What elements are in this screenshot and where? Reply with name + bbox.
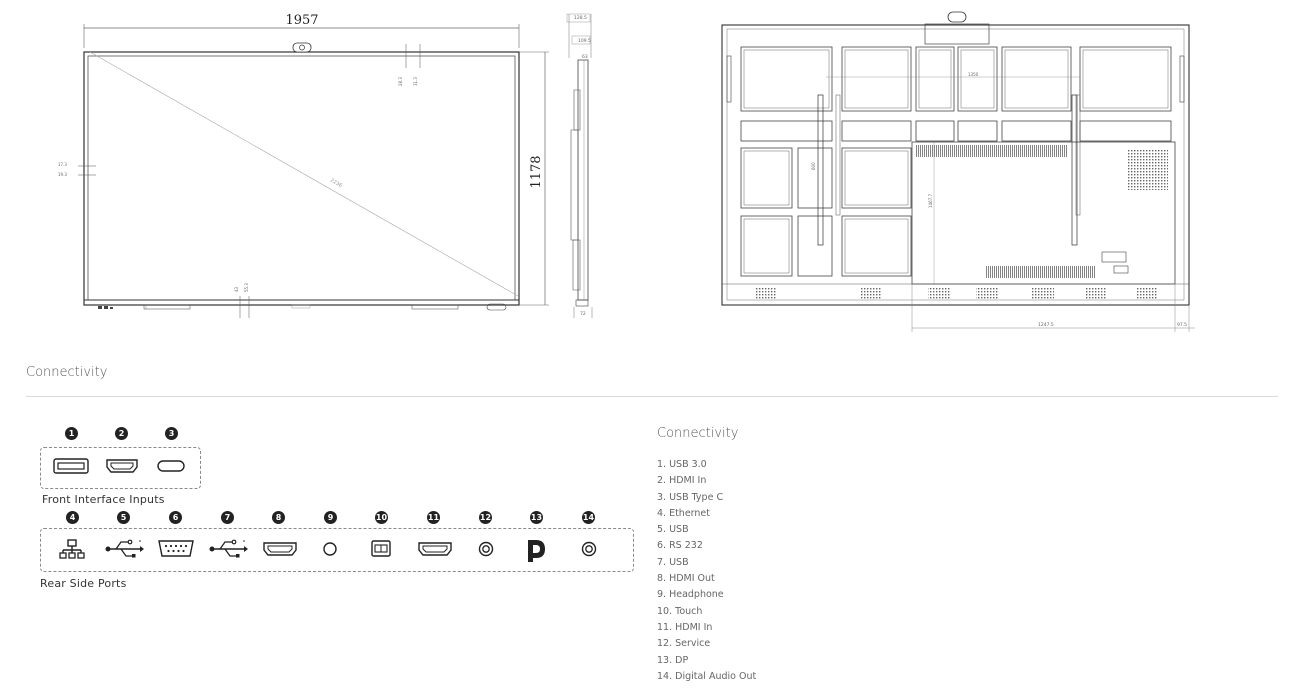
- front-caption: Front Interface Inputs: [42, 493, 165, 506]
- port-badge: 7: [221, 511, 234, 524]
- port-badge: 1: [65, 427, 78, 440]
- list-item: 6. RS 232: [657, 540, 703, 552]
- list-item: 8. HDMI Out: [657, 573, 715, 585]
- rear-ports-box: [40, 528, 634, 572]
- list-item: 2. HDMI In: [657, 475, 707, 487]
- section-divider: [26, 396, 1278, 397]
- front-width-label: 1957: [285, 13, 318, 28]
- port-badge: 12: [479, 511, 492, 524]
- port-badge: 5: [117, 511, 130, 524]
- port-badge: 10: [375, 511, 388, 524]
- port-badge: 3: [165, 427, 178, 440]
- usb-a-port-icon: [53, 458, 89, 474]
- port-badge: 13: [530, 511, 543, 524]
- svg-text:28.3: 28.3: [398, 77, 403, 86]
- port-badge: 9: [324, 511, 337, 524]
- displayport-icon: [528, 540, 545, 562]
- side-view-drawing: 128.5 109.5 63 72: [566, 13, 593, 318]
- port-badge: 6: [169, 511, 182, 524]
- svg-text:19.3: 19.3: [58, 172, 67, 177]
- front-height-label: 1178: [529, 155, 544, 188]
- hdmi-port-icon: [418, 542, 452, 556]
- connectivity-list: 1. USB 3.0 2. HDMI In 3. USB Type C 4. E…: [657, 457, 756, 685]
- port-badge: 4: [66, 511, 79, 524]
- list-item: 4. Ethernet: [657, 507, 711, 519]
- usb-b-port-icon: [371, 540, 391, 557]
- port-badge: 14: [582, 511, 595, 524]
- rs232-port-icon: [158, 540, 194, 557]
- rear-top-label: 1350: [968, 72, 979, 77]
- list-item: 10. Touch: [657, 605, 703, 617]
- rear-view-drawing: 1350 600 1467.7 1247.5 97.5: [721, 11, 1195, 332]
- ethernet-icon: [59, 539, 85, 559]
- svg-text:17.3: 17.3: [58, 162, 67, 167]
- list-item: 11. HDMI In: [657, 621, 713, 633]
- list-item: 13. DP: [657, 654, 689, 666]
- service-port-icon: [478, 541, 494, 557]
- rear-bottom-label-2: 97.5: [1177, 322, 1187, 328]
- list-item: 3. USB Type C: [657, 491, 724, 503]
- rear-left-label: 1467.7: [928, 194, 933, 208]
- side-depth-label-3: 63: [582, 54, 588, 60]
- rear-mid-label: 600: [811, 162, 816, 170]
- list-item: 7. USB: [657, 556, 689, 568]
- svg-text:43: 43: [234, 286, 239, 292]
- front-view-drawing: 1957 2236 28.3 31.3 17.3 19.3 43 55.3 11…: [58, 13, 549, 318]
- svg-text:31.3: 31.3: [413, 77, 418, 86]
- list-item: 12. Service: [657, 638, 711, 650]
- svg-text:2236: 2236: [329, 178, 343, 190]
- hdmi-port-icon: [106, 459, 138, 473]
- section-title: Connectivity: [26, 365, 108, 380]
- list-item: 1. USB 3.0: [657, 459, 707, 470]
- svg-text:55.3: 55.3: [244, 283, 249, 292]
- list-item: 5. USB: [657, 524, 689, 536]
- side-depth-label-2: 109.5: [578, 38, 591, 44]
- connectivity-heading: Connectivity: [657, 426, 739, 441]
- list-item: 14. Digital Audio Out: [657, 670, 757, 682]
- usb-c-port-icon: [157, 460, 185, 472]
- headphone-jack-icon: [323, 542, 337, 556]
- port-badge: 8: [272, 511, 285, 524]
- usb-symbol-icon: [105, 539, 144, 558]
- rear-caption: Rear Side Ports: [40, 577, 127, 590]
- port-badge: 2: [115, 427, 128, 440]
- side-bottom-label: 72: [580, 311, 586, 317]
- front-ports-box: [40, 447, 201, 489]
- list-item: 9. Headphone: [657, 589, 724, 601]
- port-badge: 11: [427, 511, 440, 524]
- usb-symbol-icon: [209, 539, 248, 558]
- side-depth-label-1: 128.5: [574, 15, 587, 21]
- digital-audio-out-icon: [581, 541, 597, 557]
- rear-bottom-label-1: 1247.5: [1038, 322, 1054, 328]
- hdmi-port-icon: [263, 542, 297, 556]
